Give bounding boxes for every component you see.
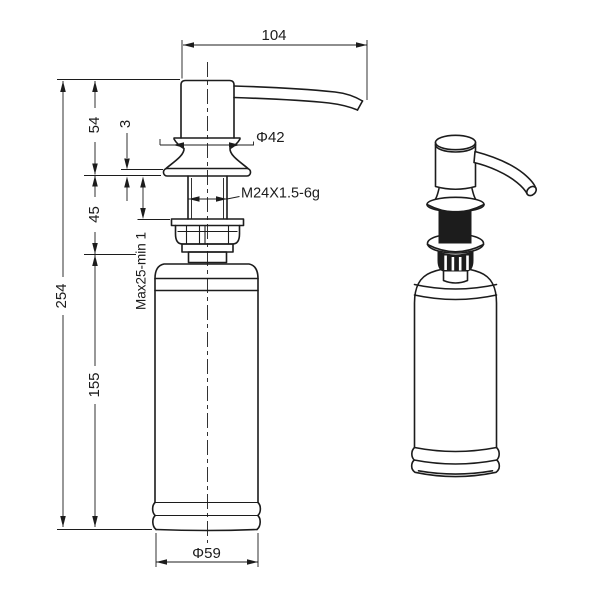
pictorial-view — [410, 134, 538, 478]
arrowhead — [140, 208, 146, 219]
dim-text-flange-diameter: Φ42 — [256, 129, 285, 146]
shank-outline — [187, 175, 228, 220]
arrowhead — [92, 81, 98, 92]
bottle-base-ring-lines — [155, 501, 258, 517]
arrowhead — [92, 255, 98, 266]
pump-head-outline — [180, 79, 235, 139]
nut-slot — [451, 257, 455, 271]
washer-front-arc — [426, 243, 485, 253]
spout-top-line — [233, 85, 364, 102]
arrowhead — [92, 516, 98, 527]
arrowhead — [229, 142, 240, 148]
bottle-base-ring-arcs-3d — [413, 446, 498, 475]
nut-top-flange — [170, 218, 245, 227]
dim-text-head-height: 54 — [86, 117, 103, 134]
trumpet-left-profile — [165, 138, 185, 170]
dim-text-bottle-diameter: Φ59 — [192, 545, 221, 562]
dim-text-shank-section-height: 45 — [86, 206, 103, 223]
dim-text-flange-thickness: 3 — [117, 120, 134, 128]
threaded-shank-3d — [438, 210, 472, 244]
arrowhead — [356, 42, 367, 48]
nut-castellation-lines — [177, 225, 238, 244]
arrowhead — [124, 176, 130, 188]
dim-text-bottle-height: 155 — [86, 372, 103, 397]
arrowhead — [60, 81, 66, 92]
arrowhead — [156, 559, 167, 565]
trumpet-right-profile — [229, 138, 249, 170]
extension-lines-bottle-diameter — [155, 533, 259, 567]
arrowhead — [216, 196, 227, 202]
flange-disc — [162, 167, 252, 177]
dim-text-clamp-range: Max25-min 1 — [134, 232, 149, 310]
arrowhead — [173, 142, 184, 148]
nut-slot — [444, 255, 447, 270]
arrowhead — [247, 559, 258, 565]
nut-slot — [458, 257, 462, 271]
pump-head-top-ellipse — [434, 134, 477, 151]
bottle-bottom-edge — [155, 528, 258, 532]
arrowhead — [183, 42, 194, 48]
flange-disc-top-arc — [426, 203, 485, 213]
pump-head-rim-arc — [434, 144, 477, 153]
dim-text-thread-spec: M24X1.5-6g — [241, 186, 320, 202]
bottle-shoulder-lines — [154, 277, 259, 292]
bottle-shoulder-arcs-3d — [413, 283, 498, 301]
arrowhead — [124, 158, 130, 170]
spout-3d — [473, 150, 537, 196]
arrowhead — [188, 196, 200, 202]
arrowhead — [140, 176, 146, 188]
dimension-annotations: 104 254 54 3 45 155 Max25-min 1 — [53, 27, 368, 567]
dim-text-overall-height: 254 — [53, 283, 70, 308]
dim-line-flange-diameter — [159, 139, 254, 146]
pump-head-3d — [434, 141, 477, 191]
spout-tip-opening — [525, 185, 538, 197]
arrowhead — [92, 175, 98, 187]
bottle-outline — [154, 263, 259, 504]
arrowhead — [60, 516, 66, 527]
trumpet-sides-3d — [434, 187, 477, 200]
spout-tip-edge — [356, 100, 364, 111]
dim-text-spout-reach: 104 — [261, 27, 286, 44]
arrowhead — [92, 243, 98, 254]
arrowhead — [92, 163, 98, 175]
spout-bottom-line — [233, 96, 359, 111]
nut-slot — [466, 255, 469, 270]
neck-collar-lower — [187, 251, 228, 264]
